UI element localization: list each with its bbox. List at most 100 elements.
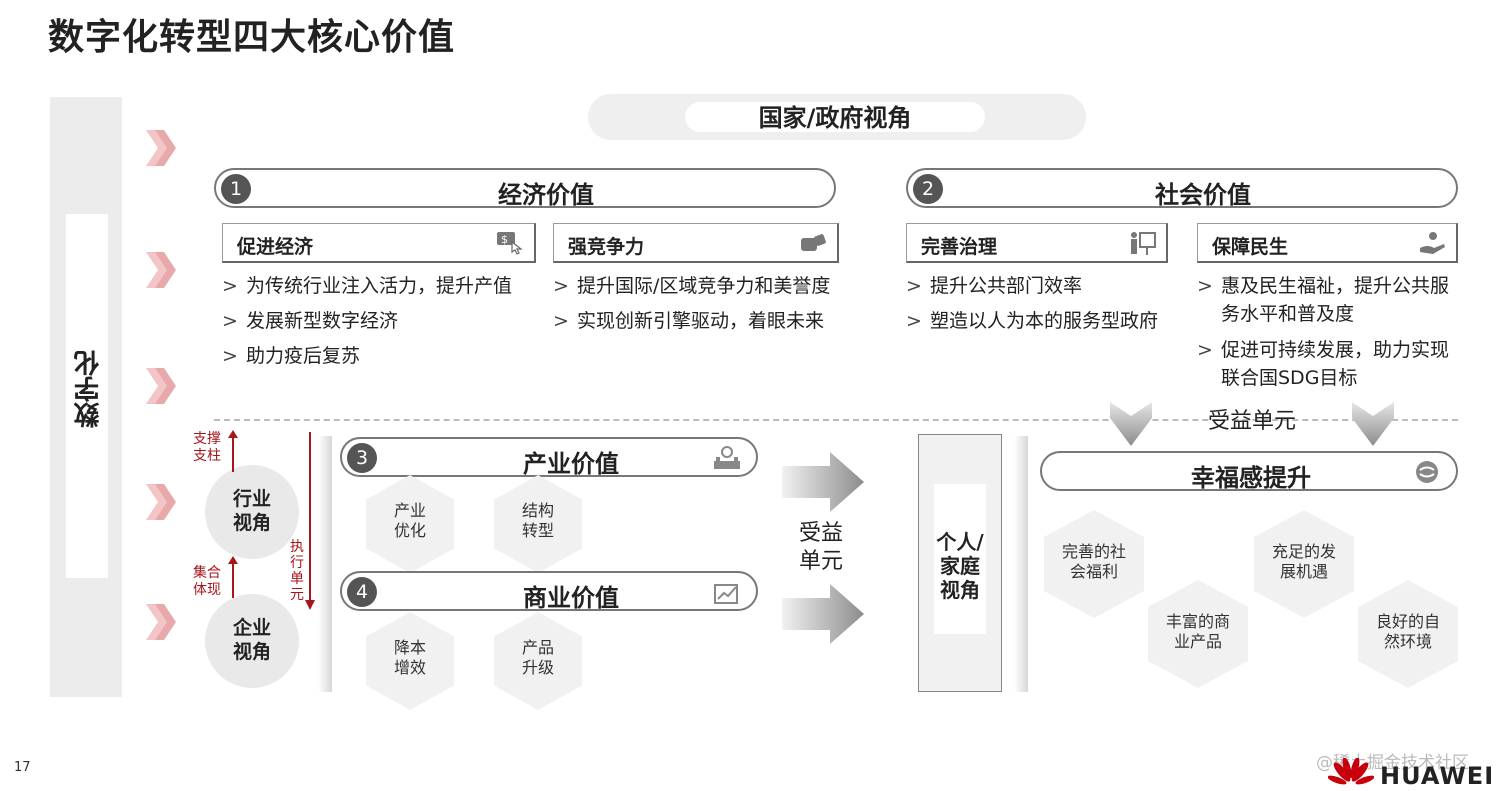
bullet-marker: > bbox=[222, 275, 238, 297]
up-arrow-icon bbox=[228, 556, 238, 598]
person-view-text: 家庭 bbox=[940, 554, 980, 578]
fist-icon bbox=[801, 234, 826, 251]
digitalization-band-inner bbox=[66, 214, 108, 578]
hex-text: 完善的社 bbox=[1061, 542, 1126, 561]
exec-unit-text: 元 bbox=[290, 587, 304, 603]
hex-text: 业产品 bbox=[1173, 632, 1222, 651]
benefit-unit-label: 受益单元 bbox=[1207, 409, 1296, 434]
hex-text: 充足的发 bbox=[1271, 542, 1336, 561]
hex-text: 丰富的商 bbox=[1165, 612, 1230, 631]
enterprise-view-text: 视角 bbox=[232, 641, 271, 663]
down-arrow-icon bbox=[305, 432, 315, 610]
bullet-marker: > bbox=[906, 310, 922, 332]
industry-value-title: 产业价值 bbox=[523, 450, 619, 478]
hex-product-upgrade: 产品升级 bbox=[494, 612, 582, 710]
hex-industry-optimize: 产业优化 bbox=[366, 475, 454, 573]
factory-gear-icon bbox=[714, 446, 740, 469]
hex-text: 优化 bbox=[393, 521, 426, 540]
bullet-text-cont: 联合国SDG目标 bbox=[1221, 367, 1358, 389]
tab-ensure-livelihood: 保障民生 bbox=[1197, 223, 1458, 263]
down-arrow-icon bbox=[1110, 402, 1152, 446]
down-arrow-icon bbox=[1352, 402, 1394, 446]
business-value-title: 商业价值 bbox=[523, 584, 619, 612]
bullet-item: >惠及民生福祉，提升公共服 bbox=[1197, 272, 1449, 300]
page-number: 17 bbox=[14, 760, 31, 775]
hex-text: 产品 bbox=[521, 638, 554, 657]
bullet-text: 发展新型数字经济 bbox=[246, 310, 399, 332]
bullet-marker: > bbox=[222, 310, 238, 332]
economic-value-pill: 1 经济价值 bbox=[214, 168, 836, 209]
tab-label: 促进经济 bbox=[237, 236, 314, 258]
support-pillar-text: 支撑 bbox=[193, 431, 221, 447]
number-badge: 1 bbox=[221, 174, 251, 204]
business-value-pill: 4 商业价值 bbox=[340, 571, 758, 612]
bullet-item: >塑造以人为本的服务型政府 bbox=[906, 307, 1158, 335]
happiness-pill: 幸福感提升 bbox=[1040, 451, 1458, 492]
social-value-pill: 2 社会价值 bbox=[906, 168, 1458, 209]
tab-label: 保障民生 bbox=[1212, 236, 1289, 258]
hex-social-welfare: 完善的社会福利 bbox=[1044, 510, 1144, 618]
benefit-unit-mid-label: 受益单元 bbox=[790, 520, 852, 576]
bullet-item: > 发展新型数字经济 bbox=[222, 307, 398, 335]
hex-environment: 良好的自然环境 bbox=[1358, 580, 1458, 688]
tab-promote-economy: 促进经济 $ bbox=[222, 223, 536, 263]
bullet-marker: > bbox=[553, 310, 569, 332]
chevron-right-icon bbox=[146, 484, 176, 520]
tab-improve-governance: 完善治理 bbox=[906, 223, 1168, 263]
enterprise-view-circle: 企业 视角 bbox=[205, 594, 299, 688]
tab-strong-competitiveness: 强竞争力 bbox=[553, 223, 839, 263]
number-badge: 2 bbox=[913, 174, 943, 204]
bullet-text: 助力疫后复苏 bbox=[246, 345, 361, 367]
happiness-title: 幸福感提升 bbox=[1191, 464, 1311, 492]
chevron-right-icon bbox=[146, 604, 176, 640]
gov-view-pill-inner bbox=[685, 102, 985, 132]
exec-unit-label: 执行 单元 bbox=[290, 539, 304, 603]
section-divider bbox=[214, 419, 1458, 421]
presenter-board-icon bbox=[1131, 232, 1156, 255]
hex-text: 良好的自 bbox=[1375, 612, 1440, 631]
exec-unit-text: 执 bbox=[290, 539, 304, 555]
bullet-marker: > bbox=[1197, 339, 1213, 361]
page-title: 数字化转型四大核心价值 bbox=[48, 17, 456, 58]
bullet-item: >实现创新引擎驱动，着眼未来 bbox=[553, 307, 824, 335]
hex-text: 会福利 bbox=[1069, 562, 1118, 581]
chevron-right-icon bbox=[146, 130, 176, 166]
right-arrow-icon bbox=[782, 452, 864, 512]
gov-view-label: 国家/政府视角 bbox=[758, 104, 912, 132]
digitalization-label: 数字化 bbox=[74, 350, 104, 428]
huawei-logo-icon bbox=[1328, 758, 1374, 785]
bullet-text: 为传统行业注入活力，提升产值 bbox=[246, 275, 513, 297]
industry-view-text: 行业 bbox=[232, 488, 271, 510]
hex-text: 然环境 bbox=[1383, 632, 1432, 651]
hex-text: 降本 bbox=[393, 638, 426, 657]
chevron-right-icon bbox=[146, 252, 176, 288]
right-arrow-icon bbox=[782, 584, 864, 644]
growth-chart-icon bbox=[714, 584, 738, 604]
support-pillar-text: 支柱 bbox=[193, 448, 221, 464]
social-value-title: 社会价值 bbox=[1155, 181, 1251, 209]
hex-text: 展机遇 bbox=[1279, 562, 1328, 581]
bullet-marker: > bbox=[906, 275, 922, 297]
number-badge: 3 bbox=[347, 443, 377, 473]
bullet-marker: > bbox=[553, 275, 569, 297]
bullet-marker: > bbox=[222, 345, 238, 367]
person-view-text: 视角 bbox=[940, 578, 980, 602]
exec-unit-text: 单 bbox=[290, 571, 304, 587]
bullet-text-cont: 务水平和普及度 bbox=[1221, 303, 1355, 325]
bullet-text: 提升国际/区域竞争力和美誉度 bbox=[577, 275, 831, 297]
brand-name: HUAWEI bbox=[1380, 762, 1495, 790]
chevron-right-icon bbox=[146, 368, 176, 404]
bracket-bar bbox=[318, 436, 332, 692]
industry-view-text: 视角 bbox=[232, 512, 271, 534]
industry-view-circle: 行业 视角 bbox=[205, 465, 299, 559]
smile-face-icon bbox=[1416, 461, 1438, 483]
hex-rich-products: 丰富的商业产品 bbox=[1148, 580, 1248, 688]
person-view-label: 个人/家庭视角 bbox=[926, 530, 994, 602]
exec-unit-text: 行 bbox=[290, 555, 304, 571]
care-hand-icon bbox=[1420, 232, 1445, 254]
support-pillar-label: 支撑支柱 bbox=[193, 431, 221, 465]
svg-text:$: $ bbox=[501, 233, 508, 246]
bullet-item: > 助力疫后复苏 bbox=[222, 342, 360, 370]
hex-text: 转型 bbox=[521, 521, 554, 540]
hex-text: 升级 bbox=[521, 658, 554, 677]
